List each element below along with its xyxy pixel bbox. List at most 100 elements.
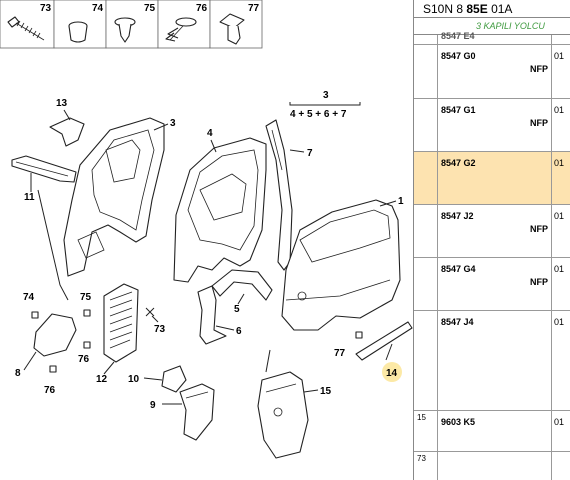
part-9-bracket[interactable] xyxy=(179,383,215,441)
callout-77: 77 xyxy=(334,348,346,359)
fastener-label-77: 77 xyxy=(248,3,260,14)
part-7-pillar[interactable] xyxy=(265,119,293,271)
fastener-label-76: 76 xyxy=(196,3,208,14)
square-marker-77 xyxy=(355,331,363,339)
part-3-inner-panel[interactable] xyxy=(63,117,165,277)
leader-3 xyxy=(153,123,169,131)
leader-8 xyxy=(23,351,37,371)
callout-74: 74 xyxy=(23,292,35,303)
leader-10 xyxy=(143,377,163,381)
callout-14: 14 xyxy=(386,368,398,379)
square-marker-76b xyxy=(49,365,57,373)
fastener-header-row: 73 74 75 76 77 xyxy=(0,0,263,49)
part-quantity: 01 xyxy=(554,105,565,115)
fastener-label-74: 74 xyxy=(92,3,104,14)
part-row[interactable]: 8547 G4 NFP 01 xyxy=(414,258,570,311)
fastener-label-73: 73 xyxy=(40,3,52,14)
leader-6 xyxy=(215,325,235,331)
clip-icon xyxy=(114,17,136,43)
header-bold-code: 85E xyxy=(466,2,488,16)
part-row[interactable]: 73 xyxy=(414,452,570,480)
part-11-trim-panel[interactable] xyxy=(11,155,77,183)
nfp-flag: NFP xyxy=(530,224,548,234)
square-marker-74 xyxy=(31,311,39,319)
nfp-flag: NFP xyxy=(530,64,548,74)
part-12-vent-grille[interactable] xyxy=(103,283,139,363)
callout-4: 4 xyxy=(207,128,213,139)
parts-list-header: S10N 8 85E 01A xyxy=(414,0,570,18)
part-quantity: 01 xyxy=(554,317,565,327)
callout-9: 9 xyxy=(150,400,156,411)
group-number: 3 xyxy=(323,90,329,101)
callout-76-upper: 76 xyxy=(78,354,90,365)
nfp-flag: NFP xyxy=(530,277,548,287)
part-quantity: 01 xyxy=(554,264,565,274)
part-1-outer-side-panel[interactable] xyxy=(281,199,401,331)
callout-73: 73 xyxy=(154,324,166,335)
part-reference: 8547 J4 xyxy=(441,317,474,327)
column-divider xyxy=(551,35,552,480)
leader-mud-flap-top xyxy=(265,349,271,373)
callout-8: 8 xyxy=(15,368,21,379)
part-10-bracket[interactable] xyxy=(161,365,187,393)
plug-icon xyxy=(68,21,88,43)
part-quantity: 01 xyxy=(554,51,565,61)
header-prefix: S10N 8 xyxy=(423,2,464,16)
part-row[interactable]: 8547 J2 NFP 01 xyxy=(414,205,570,258)
callout-75: 75 xyxy=(80,292,92,303)
part-reference: 8547 J2 xyxy=(441,211,474,221)
leader-14 xyxy=(385,343,393,361)
callout-11: 11 xyxy=(24,192,35,203)
panel-clip-icon xyxy=(219,13,245,45)
part-quantity: 01 xyxy=(554,211,565,221)
part-row[interactable]: 8547 G1 NFP 01 xyxy=(414,99,570,152)
part-5-wheel-arch[interactable] xyxy=(211,269,273,301)
leader-7 xyxy=(289,149,305,153)
part-reference: 8547 G4 xyxy=(441,264,476,274)
exploded-parts-diagram: 73 74 75 76 77 3 xyxy=(0,0,413,459)
callout-10: 10 xyxy=(128,374,140,385)
cable-line xyxy=(37,189,69,301)
callout-7: 7 xyxy=(307,148,313,159)
parts-list-panel: S10N 8 85E 01A 3 KAPILI YOLCU 8547 E4 85… xyxy=(413,0,570,480)
part-quantity: 01 xyxy=(554,158,565,168)
nfp-flag: NFP xyxy=(530,118,548,128)
callout-1: 1 xyxy=(398,196,404,207)
part-reference: 9603 K5 xyxy=(441,417,476,427)
callout-3: 3 xyxy=(170,118,176,129)
callout-76-lower: 76 xyxy=(44,385,56,396)
part-reference: 8547 G0 xyxy=(441,51,476,61)
part-4-inner-panel[interactable] xyxy=(173,137,267,283)
partial-row: 8547 E4 xyxy=(414,31,570,45)
part-row[interactable]: 8547 J4 01 xyxy=(414,311,570,411)
callout-12: 12 xyxy=(96,374,108,385)
part-row[interactable]: 8547 G0 NFP 01 xyxy=(414,45,570,99)
fir-tree-clip-icon xyxy=(165,17,197,42)
part-6-bracket[interactable] xyxy=(197,285,227,345)
callout-6: 6 xyxy=(236,326,242,337)
part-reference: 8547 G1 xyxy=(441,105,476,115)
fastener-label-75: 75 xyxy=(144,3,156,14)
leader-1 xyxy=(379,200,397,207)
screw-marker-icon xyxy=(145,307,155,317)
leader-13 xyxy=(63,109,71,121)
leader-73 xyxy=(151,315,159,323)
callout-14-highlight xyxy=(382,362,402,382)
part-14-moulding[interactable] xyxy=(355,321,413,361)
group-number: 73 xyxy=(417,454,426,463)
part-13-bracket[interactable] xyxy=(49,117,85,147)
group-formula: 4 + 5 + 6 + 7 xyxy=(290,109,347,120)
part-8-trim[interactable] xyxy=(33,313,77,357)
leader-12 xyxy=(103,361,115,375)
group-bracket xyxy=(289,102,361,106)
leader-15 xyxy=(303,389,319,393)
part-quantity: 01 xyxy=(554,417,565,427)
partial-ref: 8547 E4 xyxy=(441,31,475,41)
part-15-mud-flap[interactable] xyxy=(257,371,309,459)
screw-icon xyxy=(7,16,45,41)
parts-list-subtitle: 3 KAPILI YOLCU xyxy=(414,18,570,35)
square-marker-76a xyxy=(83,341,91,349)
